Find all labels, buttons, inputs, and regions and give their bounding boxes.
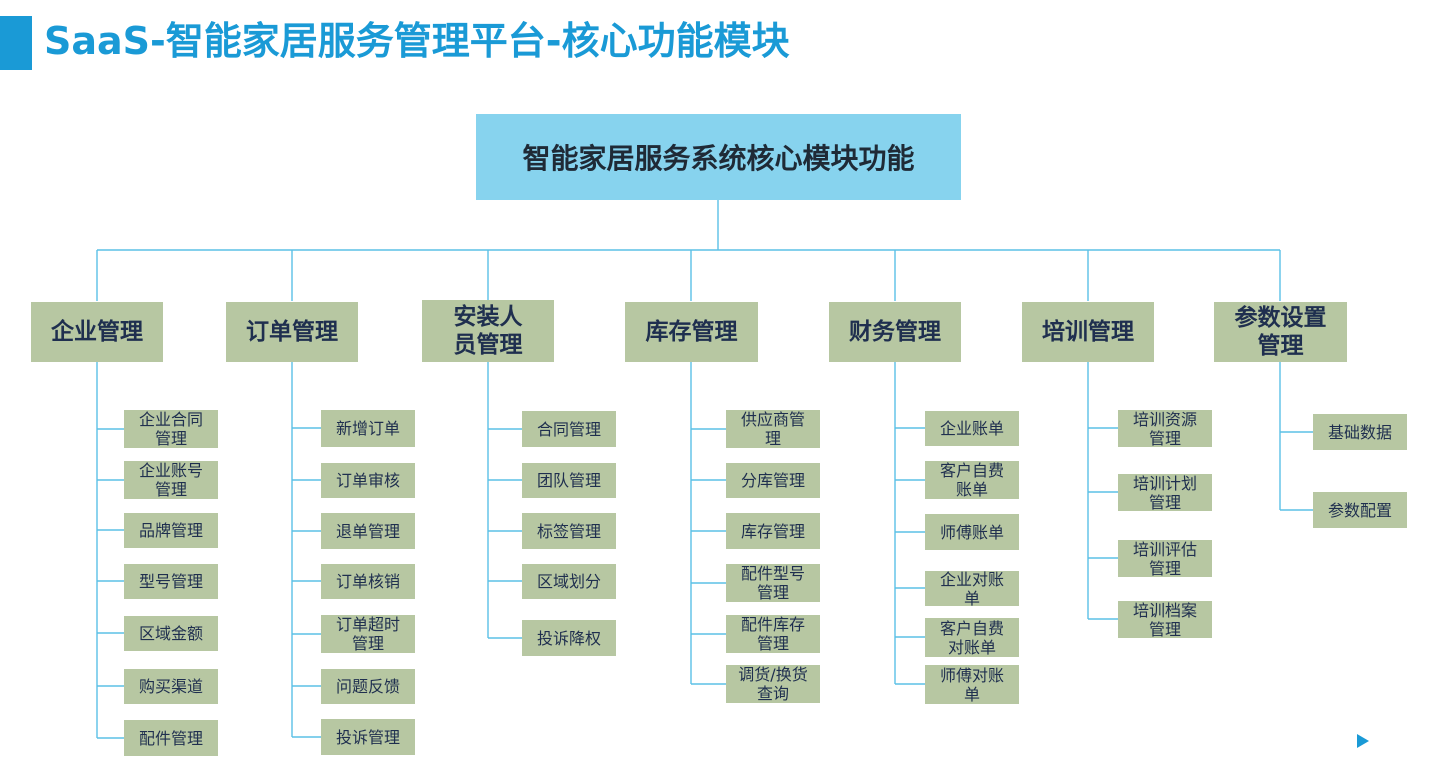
item-part-model: 配件型号管理 [726, 564, 820, 602]
item-region-division: 区域划分 [522, 564, 616, 599]
item-order-timeout: 订单超时管理 [321, 615, 415, 653]
item-enterprise-bill: 企业账单 [925, 411, 1019, 446]
item-param-config: 参数配置 [1313, 492, 1407, 528]
item-training-resource: 培训资源管理 [1118, 410, 1212, 448]
item-sub-warehouse: 分库管理 [726, 463, 820, 498]
item-complaint-demotion: 投诉降权 [522, 620, 616, 656]
item-model: 型号管理 [124, 564, 218, 599]
item-parts: 配件管理 [124, 720, 218, 756]
item-base-data: 基础数据 [1313, 414, 1407, 450]
item-training-evaluation: 培训评估管理 [1118, 540, 1212, 578]
root-node: 智能家居服务系统核心模块功能 [476, 114, 961, 200]
item-technician-bill: 师傅账单 [925, 514, 1019, 550]
item-order-writeoff: 订单核销 [321, 564, 415, 599]
item-technician-statement: 师傅对账单 [925, 665, 1019, 704]
item-contract-mgmt: 合同管理 [522, 411, 616, 447]
item-feedback: 问题反馈 [321, 669, 415, 704]
item-enterprise-contract: 企业合同管理 [124, 410, 218, 448]
play-next-icon[interactable] [1357, 734, 1369, 748]
item-training-plan: 培训计划管理 [1118, 474, 1212, 512]
item-team-mgmt: 团队管理 [522, 463, 616, 498]
page-title: SaaS-智能家居服务管理平台-核心功能模块 [44, 19, 790, 63]
item-training-archive: 培训档案管理 [1118, 601, 1212, 639]
item-enterprise-account: 企业账号管理 [124, 461, 218, 499]
category-settings: 参数设置管理 [1214, 302, 1347, 362]
item-purchase-channel: 购买渠道 [124, 669, 218, 704]
item-customer-statement: 客户自费对账单 [925, 618, 1019, 657]
category-inventory: 库存管理 [625, 302, 758, 362]
item-brand: 品牌管理 [124, 513, 218, 548]
item-customer-bill: 客户自费账单 [925, 461, 1019, 499]
category-training: 培训管理 [1022, 302, 1154, 362]
item-part-stock: 配件库存管理 [726, 615, 820, 653]
item-order-review: 订单审核 [321, 463, 415, 498]
category-installer: 安装人员管理 [422, 300, 554, 362]
category-finance: 财务管理 [829, 302, 961, 362]
item-complaint: 投诉管理 [321, 719, 415, 755]
item-region-amount: 区域金额 [124, 616, 218, 651]
title-accent-bar [0, 16, 32, 70]
item-transfer-exchange: 调货/换货查询 [726, 665, 820, 703]
item-stock-mgmt: 库存管理 [726, 513, 820, 549]
item-enterprise-statement: 企业对账单 [925, 570, 1019, 608]
item-supplier: 供应商管理 [726, 410, 820, 448]
item-new-order: 新增订单 [321, 410, 415, 447]
category-enterprise: 企业管理 [31, 302, 163, 362]
category-order: 订单管理 [226, 302, 358, 362]
item-refund: 退单管理 [321, 513, 415, 549]
item-tag-mgmt: 标签管理 [522, 513, 616, 549]
